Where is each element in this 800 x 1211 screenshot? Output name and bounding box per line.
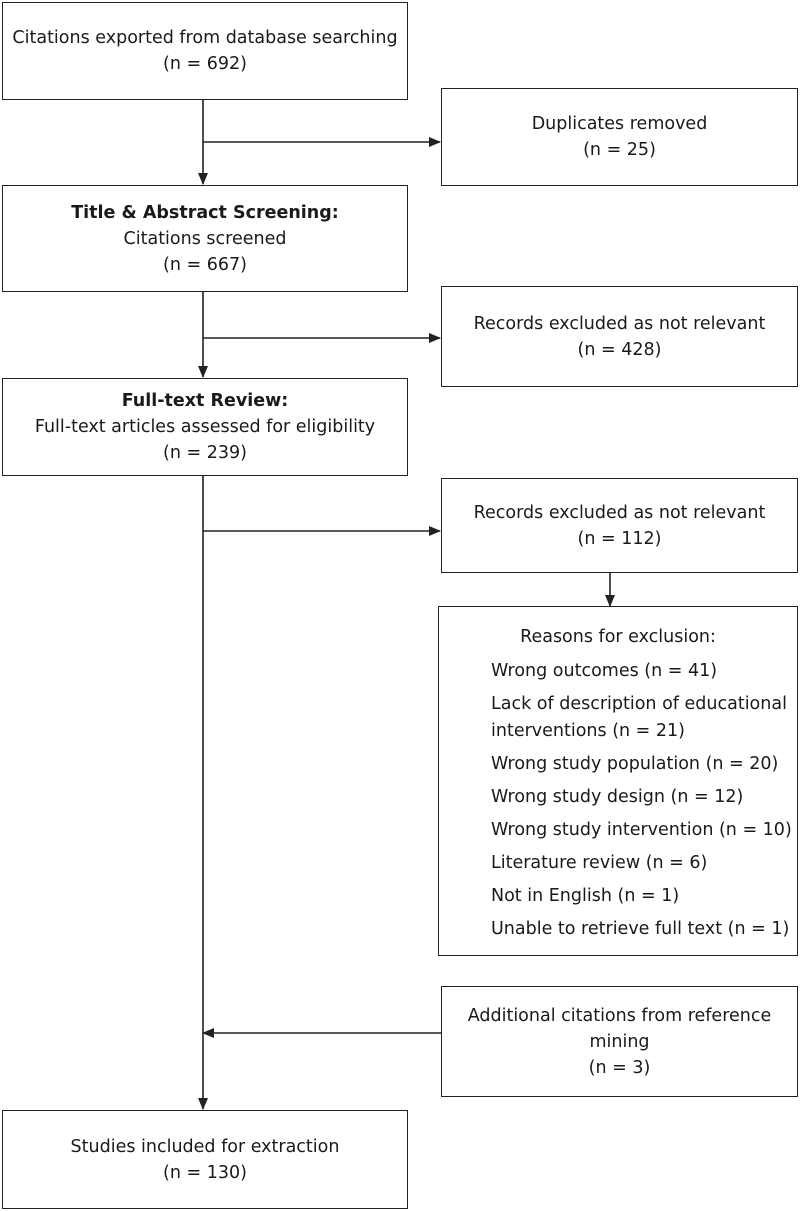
- included-count: (n = 130): [163, 1162, 247, 1183]
- exclusion-reason-item: Wrong study population (n = 20): [491, 753, 779, 774]
- identified-count: (n = 692): [163, 54, 247, 74]
- identified-text: Citations exported from database searchi…: [12, 28, 398, 48]
- exclusion-reason-item: Unable to retrieve full text (n = 1): [491, 918, 790, 939]
- excluded-fulltext-text: Records excluded as not relevant: [473, 502, 766, 523]
- excluded-fulltext-box: Records excluded as not relevant (n = 11…: [441, 478, 798, 573]
- exclusion-reason-item: Wrong study intervention (n = 10): [491, 819, 792, 840]
- exclusion-reason-item: Literature review (n = 6): [491, 852, 708, 873]
- duplicates-count: (n = 25): [583, 140, 656, 160]
- duplicates-box: Duplicates removed (n = 25): [441, 88, 798, 186]
- excluded-screening-box: Records excluded as not relevant (n = 42…: [441, 286, 798, 387]
- exclusion-reason-item: Wrong study design (n = 12): [491, 786, 744, 807]
- identified-box: Citations exported from database searchi…: [2, 2, 408, 100]
- excluded-fulltext-count: (n = 112): [577, 528, 662, 549]
- additional-text-line1: Additional citations from reference: [467, 1005, 772, 1026]
- exclusion-reason-item: Lack of description of educational inter…: [491, 694, 787, 741]
- included-text: Studies included for extraction: [70, 1136, 340, 1157]
- duplicates-text: Duplicates removed: [531, 114, 708, 134]
- fulltext-box: Full-text Review: Full-text articles ass…: [2, 378, 408, 476]
- screening-count: (n = 667): [163, 254, 247, 275]
- screening-box: Title & Abstract Screening: Citations sc…: [2, 185, 408, 292]
- exclusion-reason-item: Wrong outcomes (n = 41): [491, 661, 718, 681]
- screening-text: Citations screened: [123, 228, 287, 249]
- additional-citations-box: Additional citations from reference mini…: [441, 986, 798, 1097]
- exclusion-reasons-box: Reasons for exclusion: Wrong outcomes (n…: [438, 606, 798, 956]
- excluded-screening-count: (n = 428): [577, 339, 662, 360]
- additional-text-line2: mining: [589, 1031, 650, 1052]
- included-box: Studies included for extraction (n = 130…: [2, 1110, 408, 1209]
- exclusion-reason-item: Not in English (n = 1): [491, 885, 680, 906]
- exclusion-reasons-heading: Reasons for exclusion:: [520, 627, 716, 647]
- additional-count: (n = 3): [588, 1057, 651, 1078]
- fulltext-title: Full-text Review:: [121, 391, 289, 411]
- screening-title: Title & Abstract Screening:: [71, 202, 339, 223]
- fulltext-text: Full-text articles assessed for eligibil…: [34, 417, 376, 437]
- excluded-screening-text: Records excluded as not relevant: [473, 313, 766, 334]
- fulltext-count: (n = 239): [163, 443, 247, 463]
